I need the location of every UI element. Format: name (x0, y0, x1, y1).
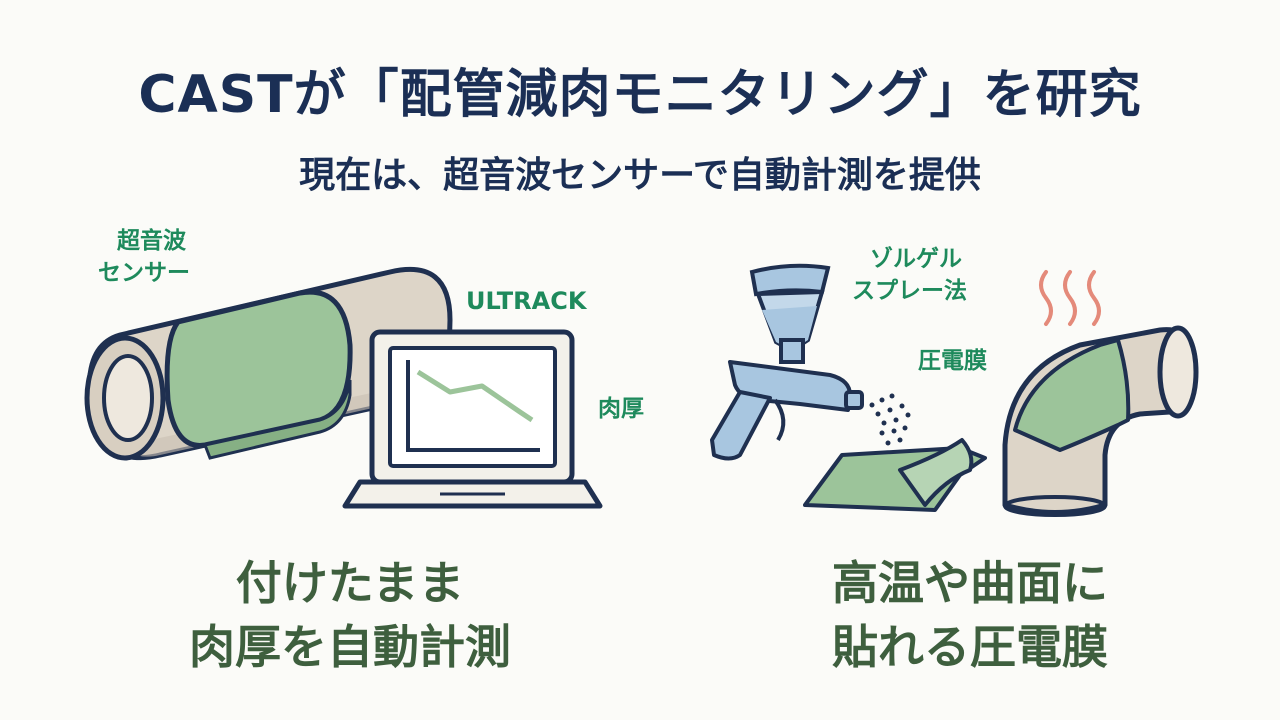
spray-gun-icon (710, 263, 911, 461)
film-label: 圧電膜 (918, 348, 987, 374)
thickness-label: 肉厚 (598, 396, 644, 422)
right-caption-line2: 貼れる圧電膜 (832, 620, 1108, 674)
piezo-film-icon (803, 438, 987, 512)
laptop-icon (342, 329, 603, 509)
elbow-pipe-icon (1002, 325, 1199, 517)
left-caption-line1: 付けたまま (235, 556, 465, 610)
page-subtitle: 現在は、超音波センサーで自動計測を提供 (299, 155, 981, 196)
method-label-line1: ゾルゲル (870, 246, 962, 272)
method-label-line2: スプレー法 (852, 278, 967, 304)
ultrasonic-sensor-icon (164, 289, 353, 460)
sensor-label-line2: センサー (98, 260, 190, 286)
left-caption-line2: 肉厚を自動計測 (189, 620, 511, 674)
page-title: CASTが「配管減肉モニタリング」を研究 (138, 65, 1142, 125)
right-caption-line1: 高温や曲面に (832, 556, 1108, 610)
heat-waves-icon (1039, 270, 1101, 326)
product-label: ULTRACK (466, 287, 587, 315)
sensor-label-line1: 超音波 (117, 228, 186, 254)
